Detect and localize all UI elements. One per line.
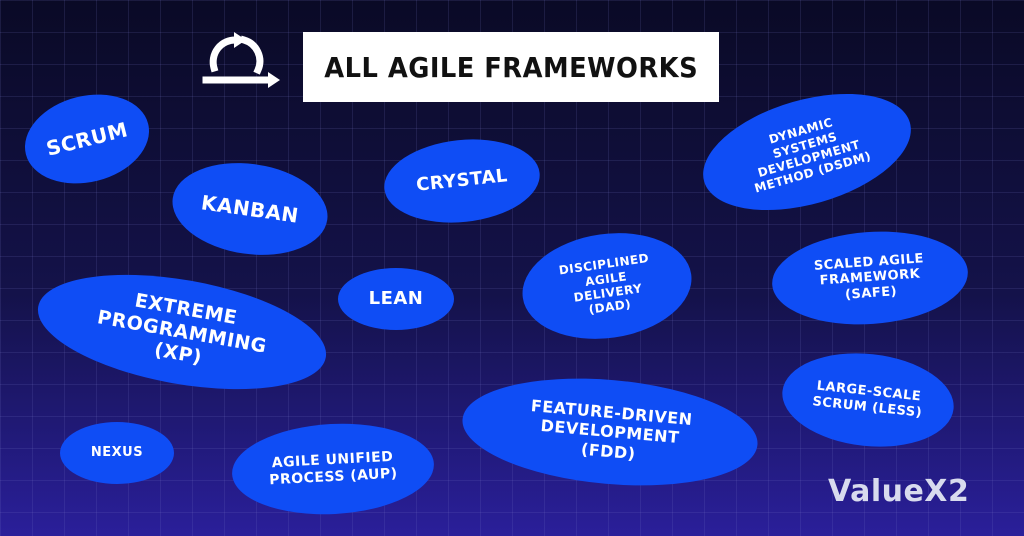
framework-label: SCRUM (43, 117, 131, 161)
framework-aup: AGILE UNIFIED PROCESS (AUP) (229, 418, 437, 520)
framework-less: LARGE-SCALE SCRUM (LESS) (777, 345, 959, 455)
framework-label: FEATURE-DRIVEN DEVELOPMENT (FDD) (530, 396, 694, 463)
framework-crystal: CRYSTAL (380, 132, 544, 230)
framework-dsdm: DYNAMIC SYSTEMS DEVELOPMENT METHOD (DSDM… (689, 72, 925, 232)
framework-label: LARGE-SCALE SCRUM (LESS) (811, 379, 923, 421)
title-banner: ALL AGILE FRAMEWORKS (303, 32, 719, 102)
framework-label: AGILE UNIFIED PROCESS (AUP) (268, 449, 399, 489)
framework-scrum: SCRUM (15, 82, 159, 196)
framework-dad: DISCIPLINED AGILE DELIVERY (DAD) (515, 222, 699, 350)
framework-kanban: KANBAN (166, 153, 334, 265)
framework-label: EXTREME PROGRAMMING (XP) (95, 289, 269, 370)
framework-label: SCALED AGILE FRAMEWORK (SAFE) (813, 250, 925, 303)
framework-label: DYNAMIC SYSTEMS DEVELOPMENT METHOD (DSDM… (752, 115, 873, 196)
framework-label: LEAN (368, 288, 424, 310)
framework-safe: SCALED AGILE FRAMEWORK (SAFE) (769, 225, 971, 331)
framework-nexus: NEXUS (60, 422, 174, 484)
framework-label: CRYSTAL (415, 165, 509, 196)
framework-lean: LEAN (338, 268, 454, 330)
framework-fdd: FEATURE-DRIVEN DEVELOPMENT (FDD) (458, 367, 762, 497)
brand-logo: ValueX2 (828, 474, 970, 509)
framework-xp: EXTREME PROGRAMMING (XP) (29, 255, 335, 409)
agile-cycle-icon (202, 32, 280, 88)
page-title: ALL AGILE FRAMEWORKS (324, 50, 698, 84)
framework-label: NEXUS (90, 445, 144, 461)
framework-label: KANBAN (199, 190, 301, 228)
framework-label: DISCIPLINED AGILE DELIVERY (DAD) (557, 251, 650, 318)
